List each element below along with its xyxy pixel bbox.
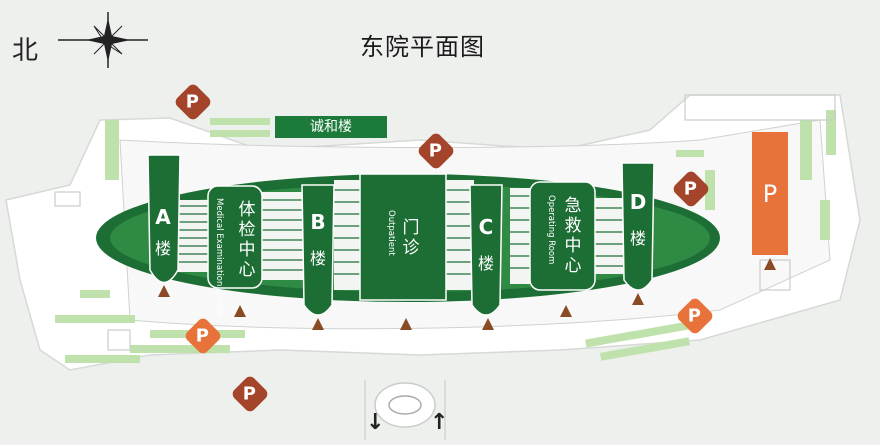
exit-arrow-icon: ↓ (366, 410, 385, 435)
outpatient-cn[interactable]: 门诊 (402, 218, 420, 258)
operating-en: Operating Room (546, 195, 556, 265)
building-a-letter[interactable]: A (155, 205, 171, 229)
medical-exam-cn[interactable]: 体检中心 (238, 200, 256, 280)
tower-d (621, 162, 655, 291)
outpatient-en: Outpatient (386, 210, 396, 256)
entrance-markers (158, 258, 776, 330)
grass-strips (55, 110, 836, 363)
compass-rose-icon (58, 12, 148, 68)
operating-block (529, 181, 596, 291)
operating-cn[interactable]: 急救中心 (564, 196, 582, 276)
parking-lot[interactable]: P (752, 132, 788, 255)
roundabout (364, 380, 446, 440)
tower-b (301, 184, 335, 316)
tower-a (147, 154, 181, 284)
entrance-triangle (560, 305, 572, 317)
entrance-triangle (482, 318, 494, 330)
entrance-triangle (312, 318, 324, 330)
entrance-triangle (764, 258, 776, 270)
tower-c (469, 184, 503, 316)
building-b-lou: 楼 (309, 249, 326, 268)
outline-buildings (54, 94, 836, 351)
building-c-letter[interactable]: C (478, 215, 494, 239)
chenghe-building-label[interactable]: 诚和楼 (275, 116, 387, 138)
medical-exam-en: Medical Examination Center (214, 198, 224, 318)
enter-arrow-icon: ↑ (430, 410, 449, 435)
outpatient-block (359, 173, 447, 301)
north-label: 北 (12, 36, 39, 66)
stripe-lines (168, 189, 627, 275)
entrance-triangle (632, 293, 644, 305)
entrance-triangle (158, 285, 170, 297)
building-b-letter[interactable]: B (310, 210, 326, 234)
map-title: 东院平面图 (360, 33, 485, 61)
building-a-lou: 楼 (154, 239, 171, 258)
building-d-lou: 楼 (629, 229, 646, 248)
building-c-lou: 楼 (477, 254, 494, 273)
entrance-triangle (400, 318, 412, 330)
building-d-letter[interactable]: D (629, 190, 647, 214)
entrance-triangle (234, 305, 246, 317)
medical-exam-block (207, 185, 263, 289)
